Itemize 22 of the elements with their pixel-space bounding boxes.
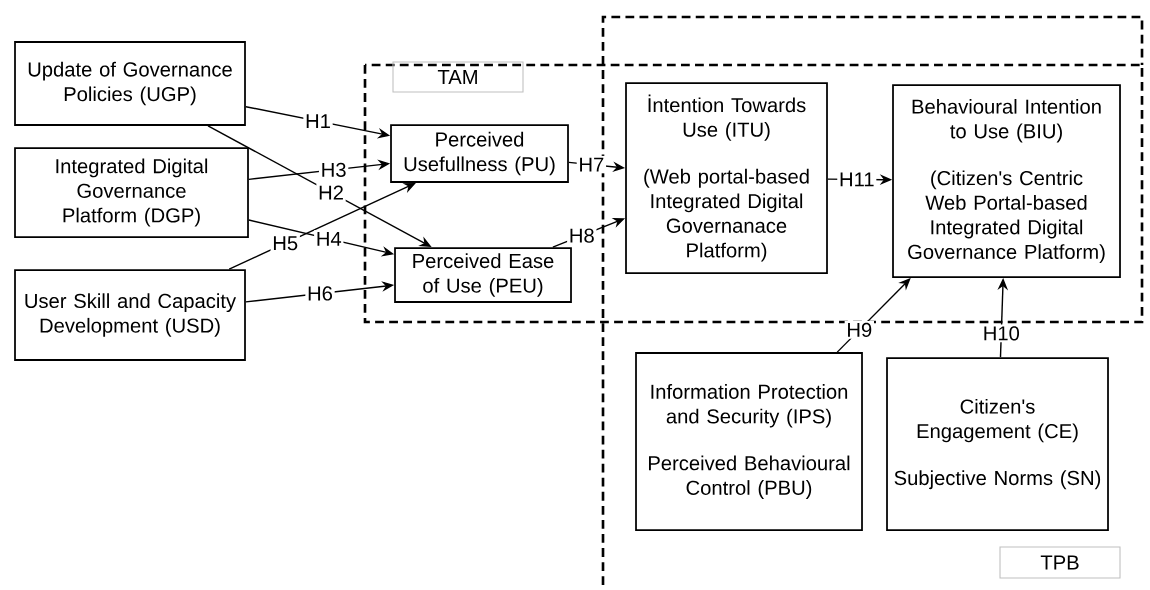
construct-box: Behavioural Intention to Use (BIU) (Citizen's Centric Web Portal-based Integrated Digital Governance Platform) — [892, 84, 1121, 278]
edge-label: H5 — [270, 234, 300, 253]
edge-label: H8 — [567, 226, 597, 245]
construct-box: Update of Governance Policies (UGP) — [14, 41, 246, 126]
edge-label: H6 — [305, 284, 335, 303]
construct-box: Citizen's Engagement (CE) Subjective Norms (SN) — [886, 357, 1109, 531]
construct-box: Integrated Digital Governance Platform (DGP) — [14, 147, 249, 238]
edge-label: H11 — [837, 170, 877, 189]
construct-box: Information Protection and Security (IPS) Perceived Behavioural Control (PBU) — [635, 352, 863, 531]
construct-box: İntention Towards Use (ITU) (Web portal-based Integrated Digital Governanace Platform) — [625, 82, 828, 274]
edge-label: H1 — [303, 112, 333, 130]
edge-label: H9 — [844, 320, 874, 339]
edge-label: H3 — [318, 160, 349, 179]
edge-label: H7 — [576, 155, 607, 174]
construct-box: Perceived Ease of Use (PEU) — [394, 247, 572, 303]
construct-box: Perceived Usefullness (PU) — [390, 124, 569, 183]
edge-label: H2 — [316, 183, 346, 202]
edge-label: H10 — [981, 324, 1022, 343]
tag-box: TAM — [392, 61, 524, 93]
tag-box: TPB — [999, 546, 1121, 579]
edge-label: H4 — [314, 230, 344, 248]
construct-box: User Skill and Capacity Development (USD) — [14, 269, 246, 361]
